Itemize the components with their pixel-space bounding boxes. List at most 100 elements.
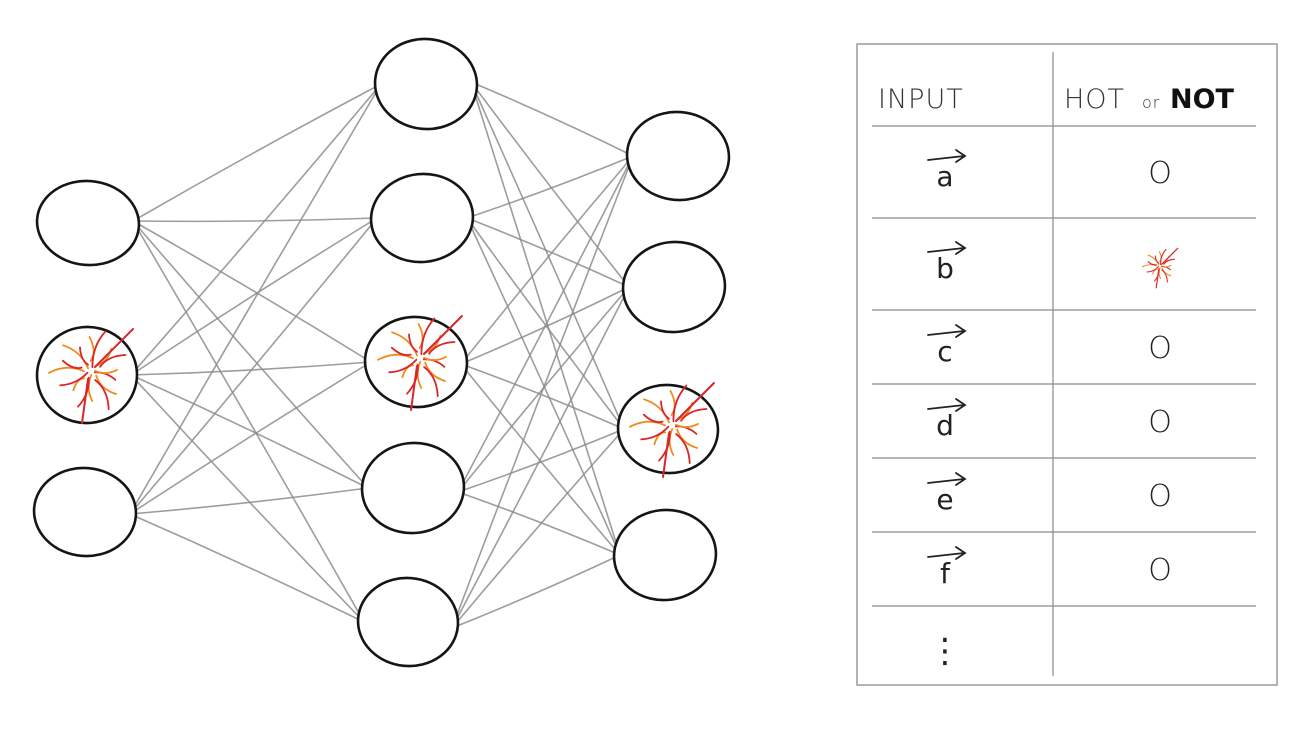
burst-ray [1163,258,1176,265]
burst-ray [629,420,666,428]
burst-ray [62,344,89,370]
neuron-l2-4 [360,441,466,535]
network-nodes [32,37,731,668]
burst-ray [420,317,436,356]
neuron-circle [363,315,469,409]
not-marker: O [1148,331,1172,366]
not-marker: O [1148,479,1172,514]
neuron-circle [612,508,718,602]
connection-l1n1-l2n5 [132,220,365,623]
burst-ray [408,333,418,353]
input-vector-label: c [937,335,952,368]
burst-flare [1155,268,1160,289]
burst-ray [388,358,418,374]
not-marker: O [1148,405,1172,440]
vector-arrow-icon [927,472,967,486]
neuron-circle [616,383,720,475]
burst-ray [48,366,85,374]
burst-ray [660,400,670,420]
burst-ray [79,346,89,366]
vector-arrow-icon [927,546,967,560]
hot-burst-icon [1141,247,1179,289]
connection-l1n3-l2n1 [129,83,382,515]
burst-ray [390,346,412,357]
burst-ray [1161,269,1168,283]
connection-l2n2-l3n1 [466,155,634,219]
vector-arrow-icon [927,241,967,255]
connection-l1n3-l2n5 [129,513,365,623]
burst-ray [675,423,699,428]
network-connections [129,81,634,629]
neuron-l3-1 [625,110,731,202]
burst-ray [59,371,89,387]
connection-l2n5-l3n4 [451,554,621,629]
connection-l1n1-l2n3 [132,220,372,363]
connection-l2n3-l3n1 [460,155,634,365]
connection-l1n2-l2n4 [130,374,369,489]
connection-l2n3-l3n4 [460,363,621,556]
neuron-l2-3-active [363,315,469,411]
vector-arrow-icon [927,324,967,338]
connection-l1n1-l2n4 [132,220,369,489]
connection-l2n2-l3n4 [466,217,621,556]
burst-ray [640,425,670,441]
neuron-circle [621,240,727,334]
neuron-circle [373,37,479,131]
burst-ray [676,428,698,449]
burst-ray [94,379,110,410]
burst-ray [94,369,118,374]
connection-l2n1-l3n4 [470,81,621,556]
vector-arrow-icon [927,398,967,412]
connection-l2n5-l3n1 [451,155,634,629]
connection-l2n1-l3n3 [470,81,625,430]
burst-flare [1161,247,1179,265]
burst-flare [662,432,670,478]
burst-ray [643,398,670,424]
neuron-l3-2 [621,240,727,334]
connection-l2n5-l3n3 [451,428,625,629]
burst-ray [1154,255,1160,264]
burst-ray [1146,266,1160,273]
burst-ray [642,413,664,424]
burst-ray [1147,261,1157,266]
burst-ray [1141,264,1158,268]
burst-flare [675,382,715,422]
burst-ray [672,384,688,423]
burst-ray [391,331,418,357]
neuron-l3-4 [612,508,718,602]
connection-l2n2-l3n2 [466,217,630,288]
connection-l2n4-l3n3 [457,428,625,493]
fire-burst-icon [48,328,134,424]
header-hot: HOT [1064,84,1125,115]
burst-ray [91,330,107,369]
burst-ray [669,390,676,416]
connection-l1n2-l2n2 [130,217,378,376]
connection-l2n5-l3n2 [451,286,630,629]
input-vector-label: e [936,483,953,516]
fire-burst-icon [377,315,463,411]
burst-ray [424,361,446,382]
continuation-dots: ⋮ [928,631,962,671]
connection-l1n1-l2n1 [132,83,382,222]
input-vector-label: d [936,409,954,442]
connection-l1n2-l2n1 [130,83,382,376]
connection-l1n3-l2n3 [129,361,372,515]
burst-ray [95,374,117,395]
neuron-l1-2-active [35,325,139,425]
not-marker: O [1148,156,1172,191]
neuron-l2-2 [369,172,475,264]
burst-ray [1160,248,1167,265]
burst-flare [423,315,463,355]
neuron-circle [369,172,475,264]
connection-l2n3-l3n3 [460,363,625,430]
burst-ray [675,433,691,464]
connection-l1n2-l2n5 [130,374,365,623]
fire-burst-icon [629,382,715,478]
connection-l2n1-l3n1 [470,81,634,157]
